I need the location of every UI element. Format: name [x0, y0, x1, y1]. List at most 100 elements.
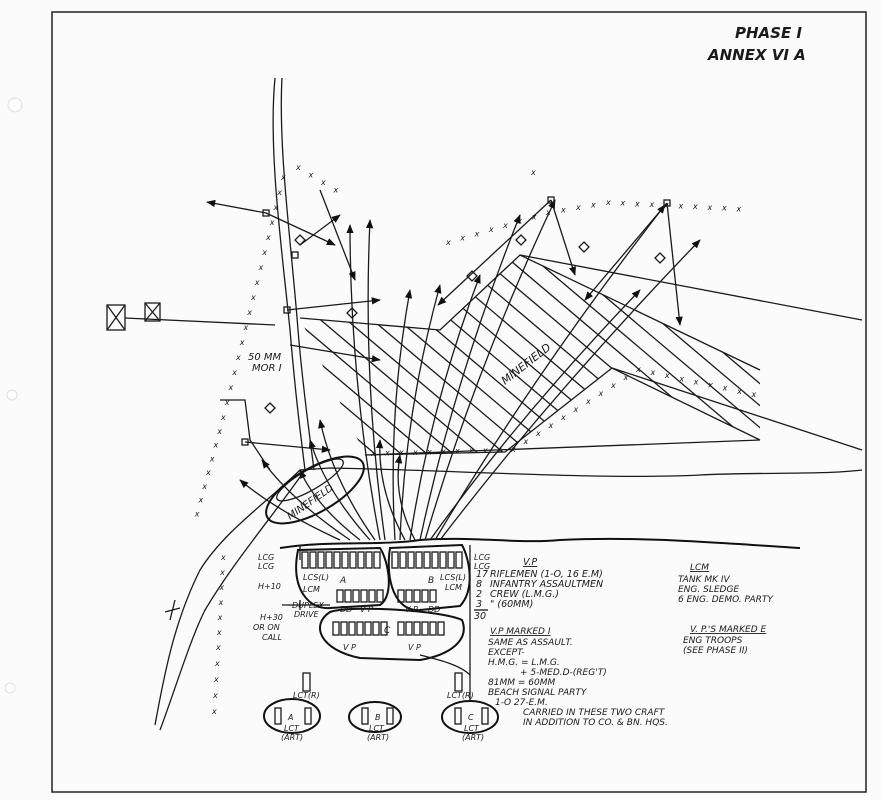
wire-x-mark: x	[265, 233, 271, 242]
movement-arrow	[424, 199, 556, 541]
annex-label: ANNEX VI A	[707, 46, 806, 64]
movement-arrow	[299, 214, 341, 246]
wire-x-mark: x	[445, 238, 451, 247]
vp-label: V P	[360, 605, 373, 614]
svg-text:CARRIED IN THESE TWO CRAFT: CARRIED IN THESE TWO CRAFT	[523, 708, 666, 718]
movement-arrow	[394, 454, 416, 541]
wire-x-mark: x	[220, 553, 226, 562]
wire-x-mark: x	[201, 482, 207, 491]
svg-text:81MM = 60MM: 81MM = 60MM	[488, 678, 555, 688]
landing-craft-icon	[405, 621, 413, 636]
wire-x-mark: x	[213, 441, 219, 450]
wire-x-mark: x	[216, 628, 222, 637]
hatch-line	[0, 250, 238, 470]
landing-craft-icon	[349, 551, 357, 569]
landing-craft-icon	[405, 589, 413, 603]
svg-text:30: 30	[474, 611, 486, 622]
lcm-right-label: LCM	[445, 583, 462, 592]
hq-symbols	[106, 302, 276, 331]
wire-x-mark: x	[649, 368, 655, 377]
landing-craft-icon	[407, 551, 415, 569]
page-frame	[51, 11, 867, 793]
strongpoint-icon	[346, 307, 358, 319]
svg-text:LCT: LCT	[369, 724, 385, 733]
svg-text:LCT: LCT	[464, 724, 480, 733]
landing-craft-icon	[415, 551, 423, 569]
wire-x-mark: x	[370, 449, 376, 458]
wire-x-mark: x	[468, 446, 474, 455]
lcs-right-label: LCS(L)	[440, 573, 466, 582]
wire-x-mark: x	[502, 221, 508, 230]
svg-text:A: A	[287, 713, 293, 722]
movement-arrow	[409, 274, 481, 541]
wire-x-mark: x	[333, 186, 339, 195]
hatch-line	[575, 255, 760, 455]
dd-label: DD	[340, 605, 352, 614]
landing-craft-icon	[429, 589, 437, 603]
svg-text:RIFLEMEN (1-O, 16 E.M): RIFLEMEN (1-O, 16 E.M)	[490, 569, 603, 580]
movement-arrow	[239, 479, 341, 541]
wire-x-mark: x	[224, 398, 230, 407]
pillbox-icon	[262, 209, 270, 217]
pillbox-icon	[291, 251, 299, 259]
vp-e-legend: V. P.'S MARKED E ENG TROOPS (SEE PHASE I…	[683, 625, 766, 656]
landing-craft-icon	[348, 621, 356, 636]
enemy-positions	[241, 196, 671, 446]
hatch-line	[757, 255, 760, 455]
wire-x-mark: x	[280, 173, 286, 182]
lct-b: B LCT (ART)	[348, 701, 402, 742]
movement-arrow	[244, 441, 331, 453]
or-on-label: OR ON	[253, 623, 280, 632]
movement-arrow	[439, 239, 701, 541]
wire-x-mark: x	[545, 208, 551, 217]
landing-craft-icon	[344, 589, 352, 603]
wire-x-mark: x	[510, 445, 516, 454]
svg-text:" (60MM): " (60MM)	[490, 599, 533, 610]
mortar-label-2: MOR I	[252, 363, 282, 374]
wire-x-mark: x	[535, 429, 541, 438]
strongpoint-icon	[515, 234, 527, 246]
wire-x-mark: x	[548, 421, 554, 430]
wire-x-mark: x	[412, 448, 418, 457]
svg-text:LCT: LCT	[284, 724, 300, 733]
hatch-line	[0, 250, 186, 470]
wire-x-mark: x	[308, 171, 314, 180]
wire-x-mark: x	[721, 204, 727, 213]
wire-x-mark: x	[215, 643, 221, 652]
landing-craft-icon	[356, 621, 364, 636]
pillbox-icon	[547, 196, 555, 204]
wire-x-mark: x	[523, 437, 529, 446]
wire-x-mark: x	[243, 323, 249, 332]
wire-x-mark: x	[254, 278, 260, 287]
wire-x-mark: x	[273, 203, 279, 212]
landing-craft-icon	[397, 621, 405, 636]
movement-arrow	[346, 224, 381, 541]
landing-craft-icon	[332, 621, 340, 636]
dd-label: DD	[428, 605, 440, 614]
road	[159, 469, 306, 731]
landing-craft-icon	[413, 589, 421, 603]
hatch-line	[0, 250, 212, 470]
landing-craft-icon	[309, 551, 317, 569]
beach-waterline	[279, 537, 801, 549]
movement-arrow	[399, 284, 442, 541]
svg-text:LCM: LCM	[690, 563, 709, 573]
wire-x-mark: x	[474, 229, 480, 238]
landing-craft-icon	[423, 551, 431, 569]
lcg-right-label: LCG	[474, 553, 490, 562]
movement-arrow	[286, 297, 381, 311]
movement-arrow	[375, 439, 406, 541]
mortar-label-1: 50 MM	[248, 352, 282, 363]
drive-label: DRIVE	[294, 610, 320, 619]
wire-x-mark: x	[219, 568, 225, 577]
landing-craft-icon	[325, 551, 333, 569]
wire-x-mark: x	[649, 200, 655, 209]
lcm-legend: LCM TANK MK IV ENG. SLEDGE 6 ENG. DEMO. …	[678, 563, 774, 605]
hatch-line	[523, 255, 760, 455]
wire-x-mark: x	[209, 454, 215, 463]
wire-x-mark: x	[560, 206, 566, 215]
landing-craft-icon	[397, 589, 405, 603]
wire-x-mark: x	[384, 449, 390, 458]
